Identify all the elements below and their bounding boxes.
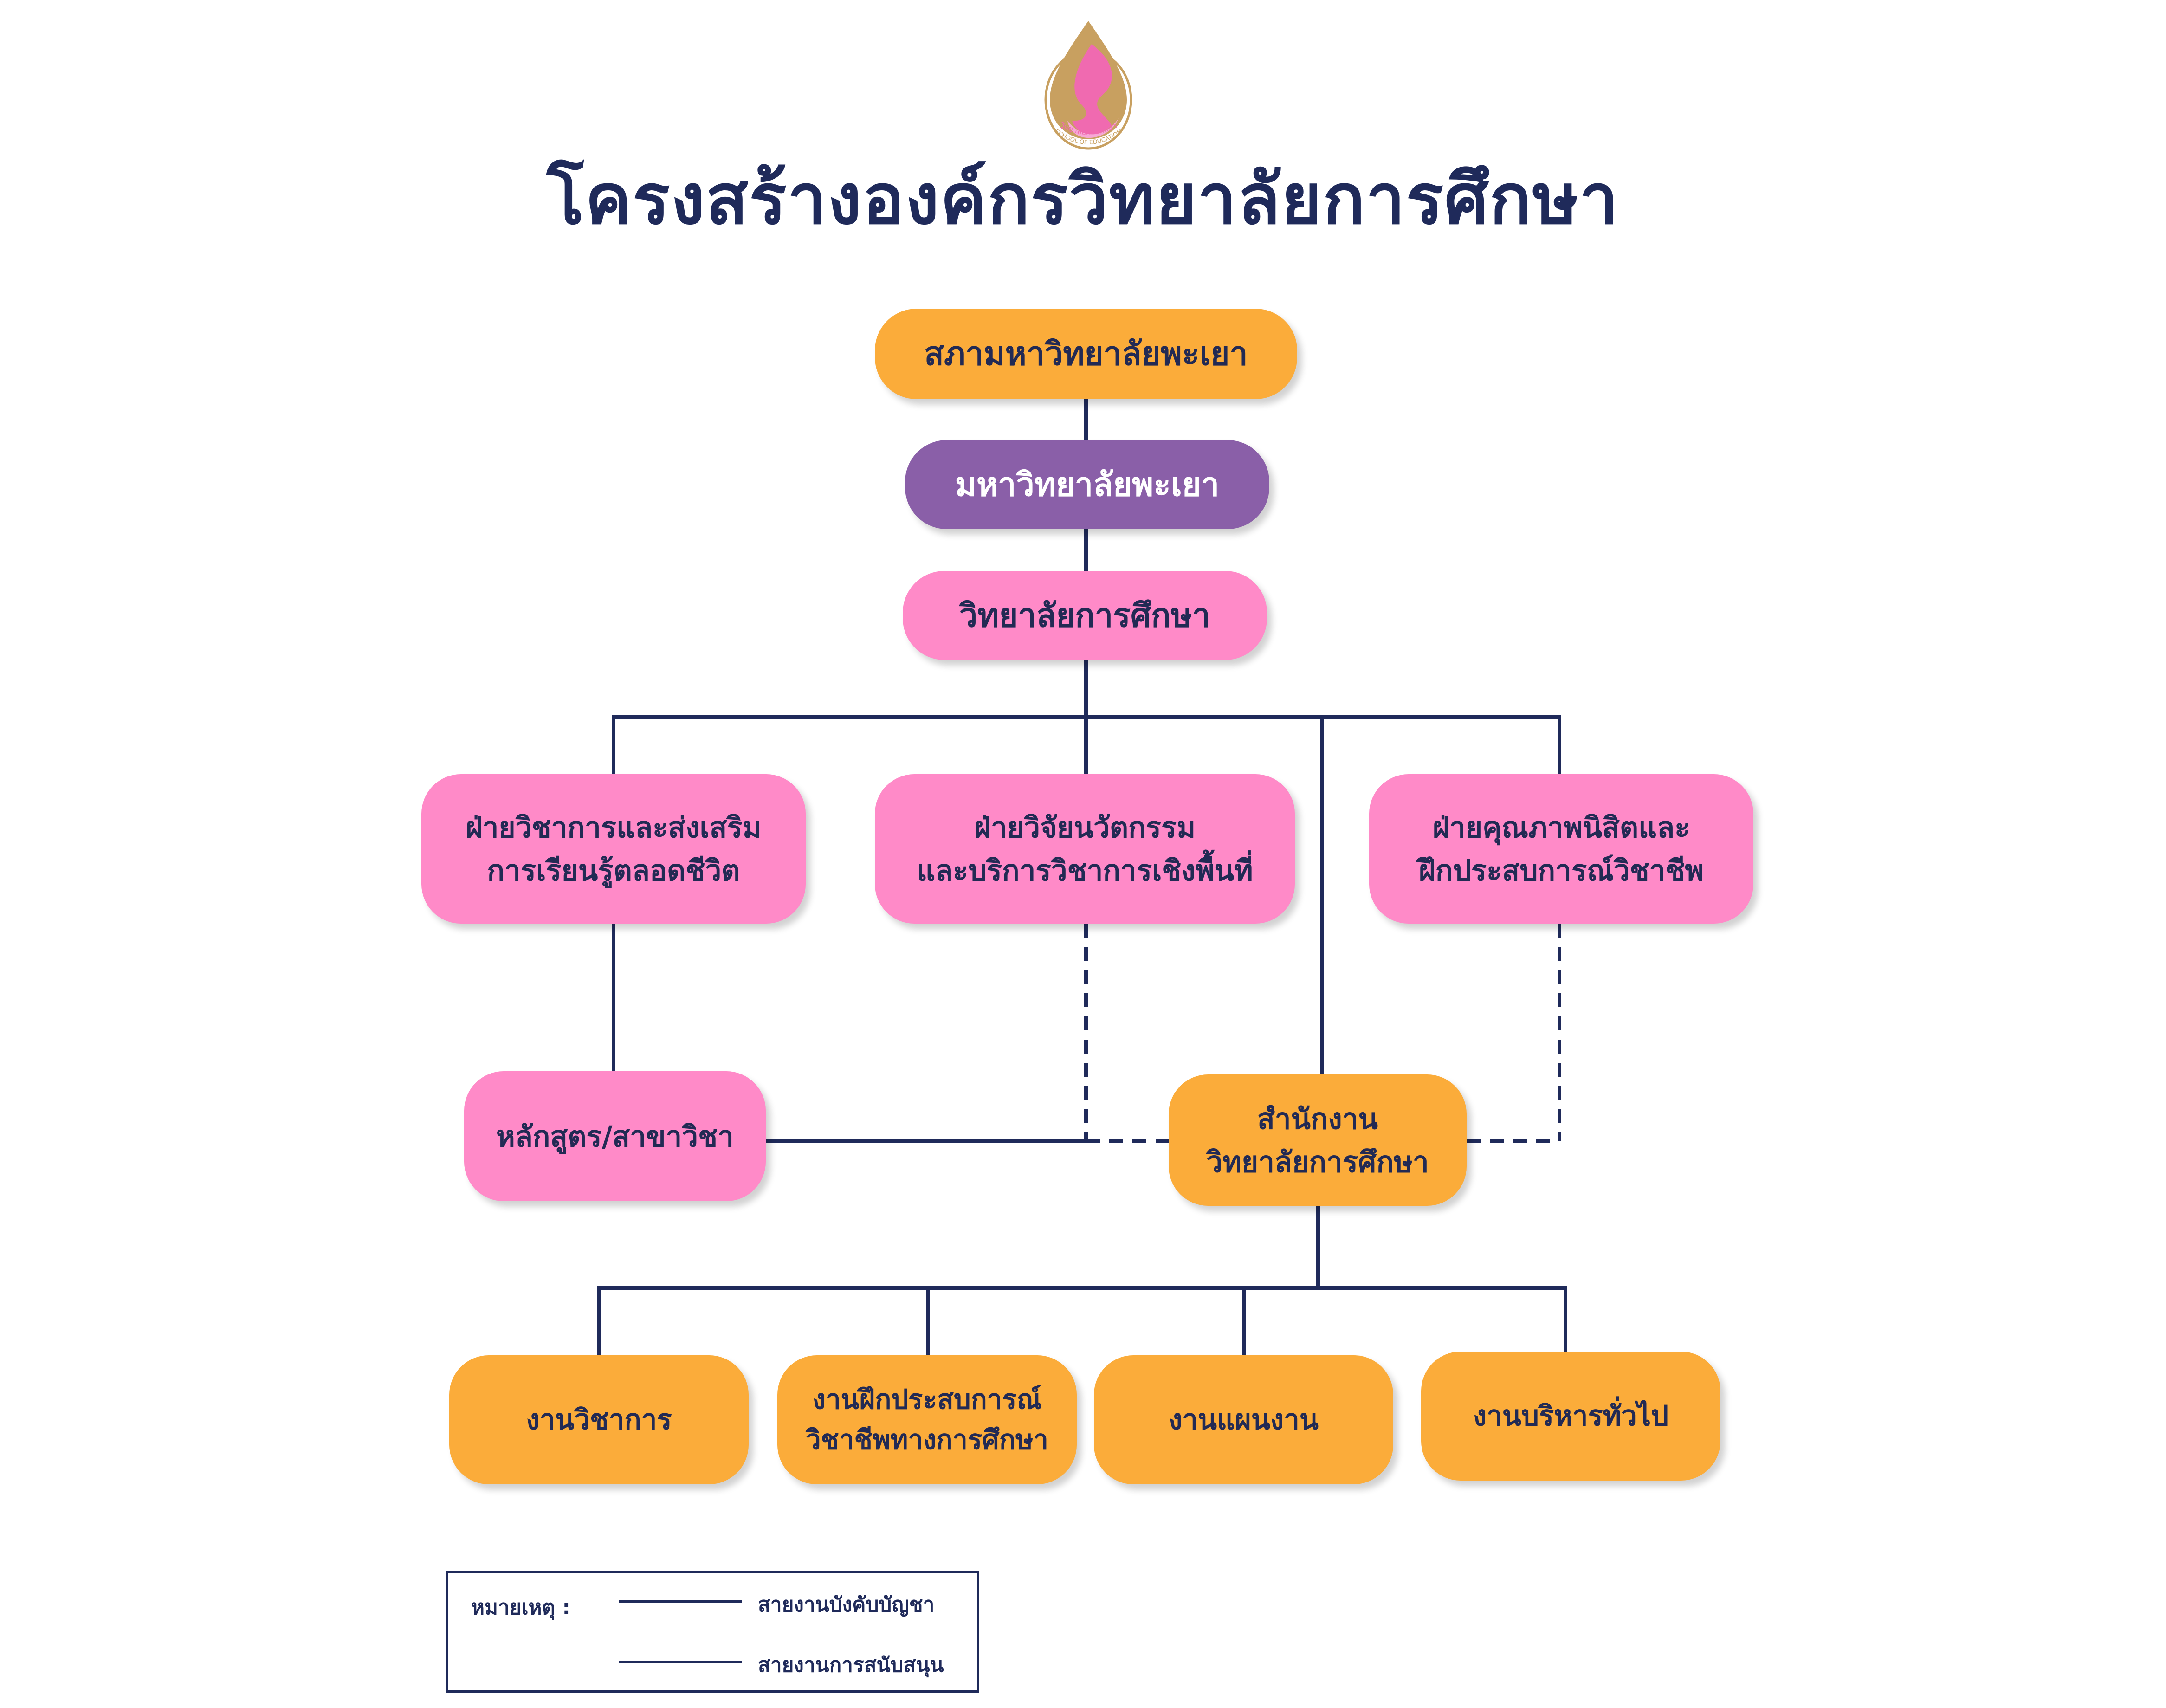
node-programs: หลักสูตร/สาขาวิชา (464, 1071, 766, 1201)
node-unit-planning: งานแผนงาน (1094, 1355, 1393, 1484)
node-unit-training: งานฝึกประสบการณ์ วิชาชีพทางการศึกษา (777, 1355, 1077, 1484)
node-division-research-line1: ฝ่ายวิจัยนวัตกรรม (974, 810, 1196, 844)
logo-caption: วิทยาลัยการศึกษา SCHOOL OF EDUCATION (1054, 121, 1124, 146)
node-office-line2: วิทยาลัยการศึกษา (1206, 1145, 1429, 1179)
page-title: โครงสร้างองค์กรวิทยาลัยการศึกษา (546, 159, 1620, 240)
legend-support-label: สายงานการสนับสนุน (758, 1653, 944, 1677)
node-division-quality-line2: ฝึกประสบการณ์วิชาชีพ (1418, 854, 1704, 887)
node-division-research-line2: และบริการวิชาการเชิงพื้นที่ (917, 854, 1253, 887)
school-logo (1044, 21, 1132, 150)
node-council: สภามหาวิทยาลัยพะเยา (875, 309, 1297, 399)
logo-pink-mark (1072, 44, 1112, 135)
node-unit-training-line2: วิชาชีพทางการศึกษา (806, 1424, 1048, 1456)
node-unit-admin: งานบริหารทั่วไป (1421, 1352, 1720, 1481)
node-unit-training-line1: งานฝึกประสบการณ์ (812, 1384, 1042, 1415)
legend-command-line (619, 1600, 742, 1603)
legend-command-label: สายงานบังคับบัญชา (758, 1593, 935, 1617)
node-school-label: วิทยาลัยการศึกษา (959, 596, 1211, 634)
node-division-academic-line2: การเรียนรู้ตลอดชีวิต (487, 854, 740, 887)
node-office: สำนักงาน วิทยาลัยการศึกษา (1169, 1074, 1467, 1206)
logo-light-petal (1067, 118, 1119, 138)
node-unit-planning-label: งานแผนงาน (1169, 1404, 1319, 1436)
node-university-label: มหาวิทยาลัยพะเยา (955, 465, 1220, 504)
node-council-label: สภามหาวิทยาลัยพะเยา (924, 335, 1248, 373)
legend-support-line (619, 1661, 742, 1663)
legend-box: หมายเหตุ : สายงานบังคับบัญชา สายงานการสน… (446, 1571, 979, 1693)
legend-label: หมายเหตุ : (471, 1596, 571, 1619)
node-division-research: ฝ่ายวิจัยนวัตกรรม และบริการวิชาการเชิงพื… (875, 774, 1295, 924)
node-division-quality-line1: ฝ่ายคุณภาพนิสิตและ (1432, 810, 1690, 844)
node-office-line1: สำนักงาน (1257, 1101, 1378, 1136)
node-division-academic-line1: ฝ่ายวิชาการและส่งเสริม (466, 810, 762, 844)
node-division-quality: ฝ่ายคุณภาพนิสิตและ ฝึกประสบการณ์วิชาชีพ (1369, 774, 1753, 924)
node-unit-admin-label: งานบริหารทั่วไป (1473, 1400, 1669, 1432)
node-unit-academic-label: งานวิชาการ (526, 1404, 672, 1436)
node-unit-academic: งานวิชาการ (449, 1355, 749, 1484)
node-division-academic: ฝ่ายวิชาการและส่งเสริม การเรียนรู้ตลอดชี… (421, 774, 806, 924)
node-school: วิทยาลัยการศึกษา (903, 571, 1267, 660)
node-university: มหาวิทยาลัยพะเยา (905, 440, 1269, 529)
node-programs-label: หลักสูตร/สาขาวิชา (496, 1119, 734, 1153)
